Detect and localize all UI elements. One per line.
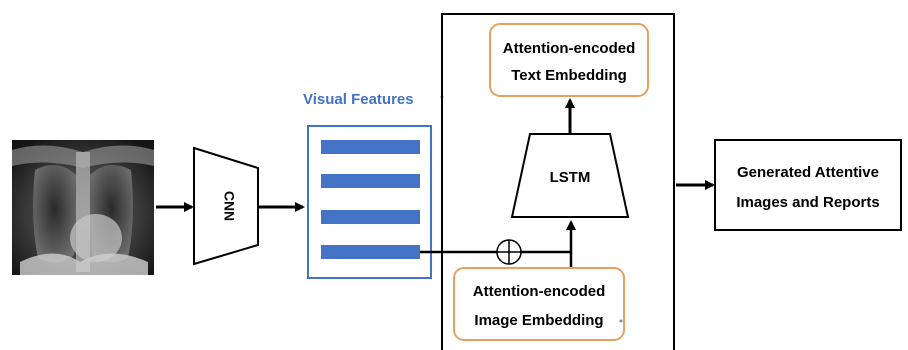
visual-features-title: Visual Features <box>303 91 414 108</box>
cnn-block: CNN <box>193 146 259 266</box>
lstm-container <box>441 13 675 350</box>
dot-marker <box>619 319 623 323</box>
chest-xray-image <box>12 140 154 275</box>
cnn-label: CNN <box>221 191 237 221</box>
image-embedding-box: Attention-encoded Image Embedding <box>453 267 625 341</box>
lstm-block: LSTM <box>510 133 630 218</box>
text-embedding-label-1: Attention-encoded <box>503 40 636 57</box>
text-embedding-label-2: Text Embedding <box>511 67 627 84</box>
output-label-2: Images and Reports <box>736 194 879 211</box>
feature-bar <box>321 210 420 224</box>
image-embedding-label-1: Attention-encoded <box>473 283 606 300</box>
lstm-label: LSTM <box>550 169 591 186</box>
connector-combine-to-lstm <box>521 220 576 254</box>
circled-plus-icon <box>496 239 522 265</box>
feature-bar <box>321 174 420 188</box>
visual-features-box <box>307 125 432 279</box>
output-label-1: Generated Attentive <box>737 164 879 181</box>
feature-bar <box>321 140 420 154</box>
output-box: Generated Attentive Images and Reports <box>714 139 902 231</box>
text-embedding-box: Attention-encoded Text Embedding <box>489 23 649 97</box>
feature-bar <box>321 245 420 259</box>
image-embedding-label-2: Image Embedding <box>474 312 603 329</box>
